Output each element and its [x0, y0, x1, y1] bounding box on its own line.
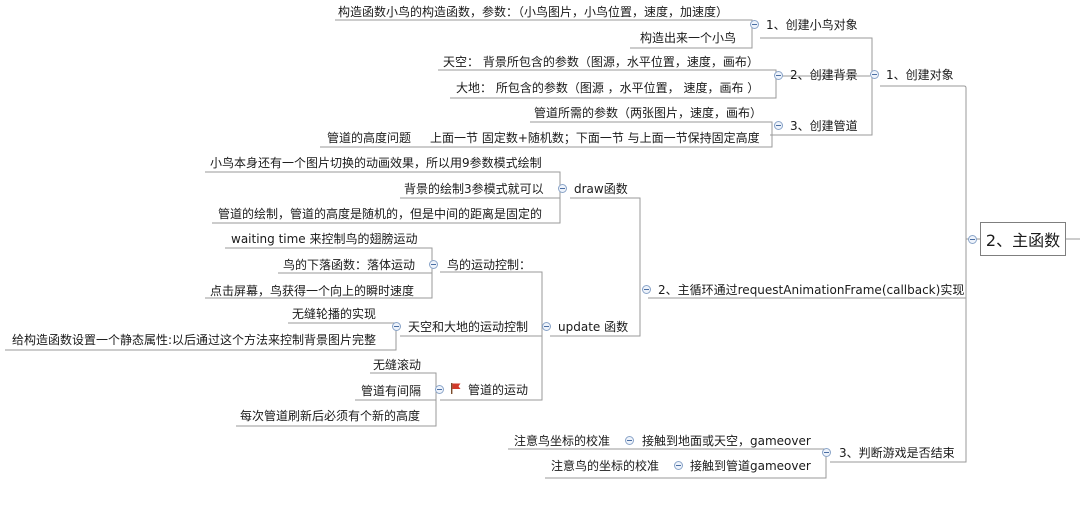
- leaf-sky-params[interactable]: 天空： 背景所包含的参数（图源，水平位置，速度，画布）: [443, 55, 759, 69]
- leaf-seamless-loop[interactable]: 无缝轮播的实现: [292, 307, 377, 321]
- collapse-toggle-icon[interactable]: [625, 436, 634, 445]
- leaf-tap-impulse[interactable]: 点击屏幕，鸟获得一个向上的瞬时速度: [210, 284, 415, 298]
- leaf-bird-constructor[interactable]: 构造函数小鸟的构造函数，参数：（小鸟图片，小鸟位置，速度，加速度）: [338, 5, 729, 19]
- leaf-ground-params[interactable]: 大地： 所包含的参数（图源 ，水平位置， 速度，画布 ）: [456, 81, 760, 95]
- leaf-seamless-scroll[interactable]: 无缝滚动: [373, 358, 422, 372]
- collapse-toggle-icon[interactable]: [558, 184, 567, 193]
- root-node-label: 2、主函数: [985, 231, 1061, 250]
- collapse-toggle-icon[interactable]: [822, 448, 831, 457]
- node-sky-ground-motion[interactable]: 天空和大地的运动控制: [408, 320, 529, 334]
- node-update-function[interactable]: update 函数: [558, 320, 629, 334]
- node-create-bird[interactable]: 1、创建小鸟对象: [766, 18, 858, 32]
- node-draw-function[interactable]: draw函数: [574, 182, 628, 196]
- collapse-toggle-icon[interactable]: [429, 260, 438, 269]
- leaf-pipe-params[interactable]: 管道所需的参数（两张图片，速度，画布）: [534, 106, 763, 120]
- node-main-loop[interactable]: 2、主循环通过requestAnimationFrame(callback)实现: [658, 283, 965, 297]
- leaf-static-property[interactable]: 给构造函数设置一个静态属性:以后通过这个方法来控制背景图片完整: [12, 333, 377, 347]
- node-create-background[interactable]: 2、创建背景: [790, 68, 858, 82]
- node-bird-motion[interactable]: 鸟的运动控制：: [447, 258, 532, 272]
- collapse-toggle-icon[interactable]: [750, 20, 759, 29]
- leaf-bird-coord-calibration-2[interactable]: 注意鸟的坐标的校准: [551, 459, 660, 473]
- red-flag-icon: [451, 383, 461, 394]
- node-create-pipes[interactable]: 3、创建管道: [790, 119, 858, 133]
- node-create-objects[interactable]: 1、创建对象: [886, 68, 954, 82]
- node-touch-ground-sky[interactable]: 接触到地面或天空，gameover: [642, 434, 811, 448]
- collapse-toggle-icon[interactable]: [642, 285, 651, 294]
- leaf-background-draw[interactable]: 背景的绘制3参模式就可以: [404, 182, 544, 196]
- collapse-toggle-icon[interactable]: [870, 70, 879, 79]
- leaf-new-height[interactable]: 每次管道刷新后必须有个新的高度: [240, 409, 421, 423]
- leaf-bird-draw[interactable]: 小鸟本身还有一个图片切换的动画效果，所以用9参数模式绘制: [210, 156, 542, 170]
- collapse-toggle-icon[interactable]: [674, 461, 683, 470]
- leaf-waiting-time[interactable]: waiting time 来控制鸟的翅膀运动: [231, 232, 418, 246]
- collapse-toggle-icon[interactable]: [542, 322, 551, 331]
- leaf-bird-coord-calibration[interactable]: 注意鸟坐标的校准: [514, 434, 611, 448]
- node-game-over[interactable]: 3、判断游戏是否结束: [839, 446, 955, 460]
- leaf-pipe-gap[interactable]: 管道有间隔: [361, 384, 422, 398]
- leaf-pipe-draw[interactable]: 管道的绘制，管道的高度是随机的，但是中间的距离是固定的: [218, 207, 543, 221]
- collapse-toggle-icon[interactable]: [392, 322, 401, 331]
- leaf-bird-instance[interactable]: 构造出来一个小鸟: [640, 31, 737, 45]
- root-node[interactable]: 2、主函数: [968, 222, 1066, 256]
- collapse-toggle-icon[interactable]: [435, 385, 444, 394]
- collapse-toggle-icon[interactable]: [968, 235, 977, 244]
- node-pipe-motion[interactable]: 管道的运动: [468, 383, 529, 397]
- leaf-pipe-heights[interactable]: 上面一节 固定数+随机数；下面一节 与上面一节保持固定高度: [430, 131, 760, 145]
- collapse-toggle-icon[interactable]: [774, 71, 783, 80]
- leaf-fall-function[interactable]: 鸟的下落函数：落体运动: [283, 258, 416, 272]
- node-touch-pipe[interactable]: 接触到管道gameover: [690, 459, 811, 473]
- leaf-pipe-height-issue[interactable]: 管道的高度问题: [327, 131, 412, 145]
- collapse-toggle-icon[interactable]: [774, 121, 783, 130]
